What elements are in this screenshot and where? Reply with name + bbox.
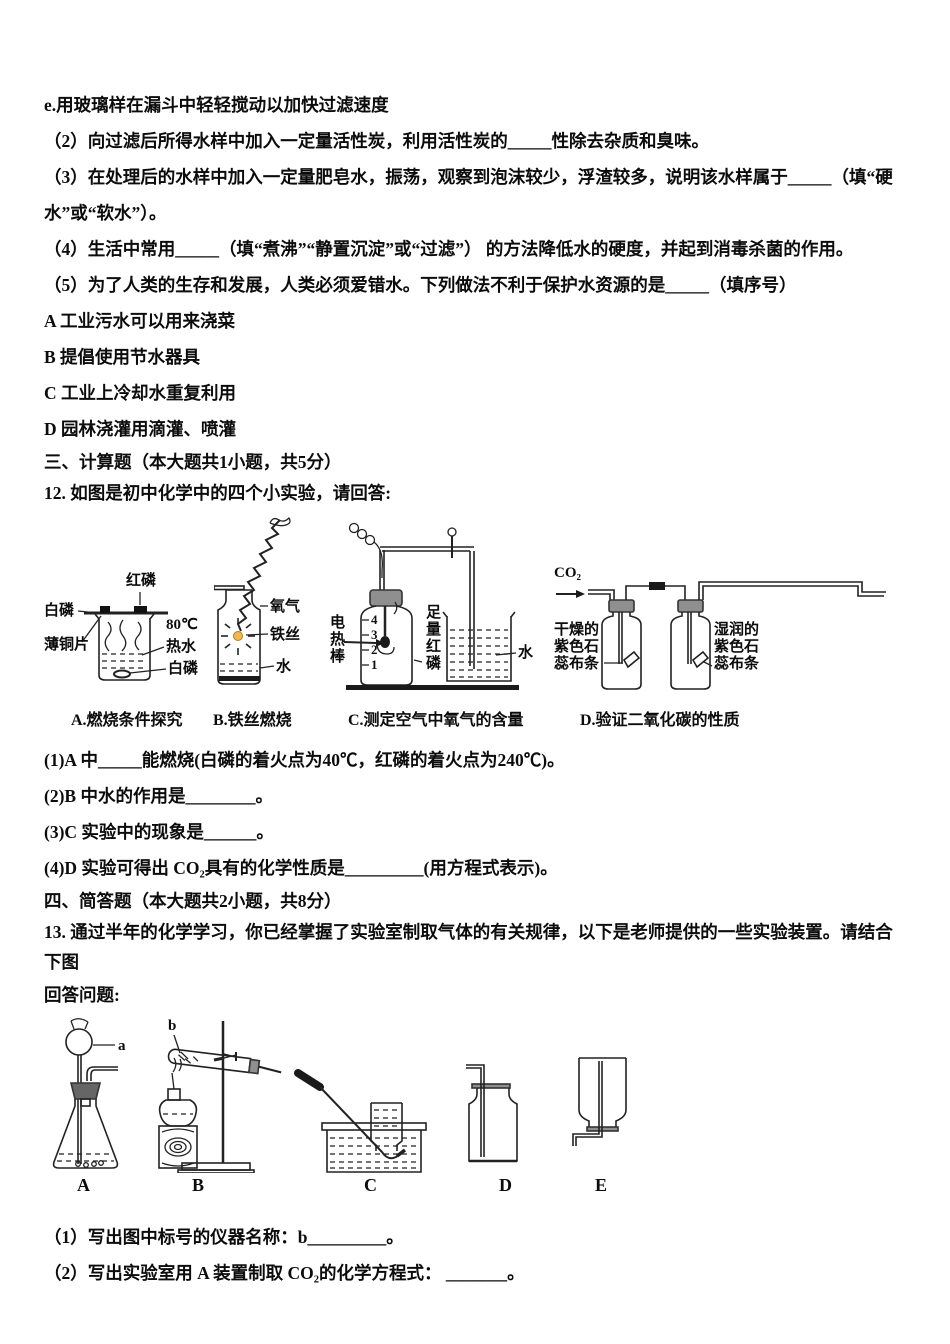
wood-block-icon: [158, 1125, 198, 1169]
question-12-2: (2)B 中水的作用是________。: [44, 786, 273, 806]
spark-rays-icon: [221, 618, 255, 655]
power-cord-coil-icon: [348, 522, 360, 534]
white-phosphorus-label: 白磷: [44, 603, 75, 619]
test-tube-icon: [167, 1048, 282, 1075]
caption-a: A.燃烧条件探究: [71, 712, 183, 729]
iron-wire-label: 铁丝: [270, 627, 301, 643]
caption-c: C.测定空气中氧气的含量: [348, 712, 524, 729]
question-2: （2）向过滤后所得水样中加入一定量活性炭，利用活性炭的_____性除去杂质和臭味…: [44, 131, 709, 151]
exam-content: e.用玻璃样在漏斗中轻轻搅动以加快过滤速度 （2）向过滤后所得水样中加入一定量活…: [44, 95, 906, 1283]
experiment-b-drawing: [214, 516, 291, 685]
scale-4: 4: [371, 612, 378, 627]
inverted-bottle-icon: [578, 1058, 627, 1131]
white-phosphorus-underwater-label: 白磷: [168, 661, 199, 677]
experiment-d-drawing: [556, 581, 886, 690]
dry-litmus-label: 干燥的紫色石蕊布条: [554, 622, 600, 672]
option-c: C 工业上冷却水重复利用: [44, 383, 237, 403]
question-13-continued: 回答问题:: [44, 985, 120, 1005]
red-phosphorus-amount-label: 足量红磷: [424, 604, 440, 672]
red-phosphorus-label: 红磷: [126, 573, 157, 589]
tube-connector-icon: [649, 582, 665, 590]
heater-bulb-icon: [380, 636, 390, 648]
dry-litmus-strip-icon: [622, 650, 641, 669]
tube-handle-icon: [294, 1069, 324, 1091]
experiment-captions: A.燃烧条件探究 B.铁丝燃烧 C.测定空气中氧气的含量 D.验证二氧化碳的性质: [44, 704, 906, 730]
thistle-funnel-bulb-icon: [65, 1028, 93, 1056]
section-3-header: 三、计算题（本大题共1小题，共5分）: [44, 452, 342, 472]
apparatus-b: b B: [158, 1015, 290, 1197]
question-12-3: (3)C 实验中的现象是______。: [44, 822, 274, 842]
scale-2: 2: [371, 642, 378, 657]
experiment-a-drawing: [77, 592, 168, 681]
hot-water-label: 热水: [166, 639, 197, 655]
question-12-4: (4)D 实验可得出 CO₂具有的化学性质是_________(用方程式表示)。: [44, 858, 558, 878]
water-label: 水: [276, 659, 292, 675]
experiment-d: CO₂ 干燥的紫色石蕊布条 湿润的紫色石蕊布条: [554, 514, 924, 704]
question-12: 12. 如图是初中化学中的四个小实验，请回答:: [44, 483, 392, 503]
gas-flow-arrow-icon: [576, 590, 585, 598]
question-3: （3）在处理后的水样中加入一定量肥皂水，振荡，观察到泡沫较少，浮渣较多，说明该水…: [44, 167, 893, 223]
clamp-icon: [213, 1056, 225, 1062]
arrowhead-icon: [376, 639, 384, 647]
apparatus-letter-b: B: [192, 1175, 205, 1195]
trough-rim-icon: [321, 1122, 427, 1131]
flame-waves-icon: [172, 1057, 182, 1073]
option-a: A 工业污水可以用来浇菜: [44, 311, 236, 331]
question-5: （5）为了人类的生存和发展，人类必须爱错水。下列做法不利于保护水资源的是____…: [44, 275, 797, 295]
question-13-1: （1）写出图中标号的仪器名称：b_________。: [44, 1227, 404, 1247]
option-b: B 提倡使用节水器具: [44, 347, 201, 367]
pointer-a-label: a: [118, 1038, 126, 1054]
gas-bottle-icon: [468, 1088, 518, 1162]
apparatus-a-drawing: [52, 1018, 119, 1169]
pointer-b-label: b: [168, 1018, 177, 1034]
apparatus-b-drawing: [158, 1021, 282, 1173]
apparatus-letter-d: D: [499, 1175, 512, 1195]
question-13: 13. 通过半年的化学学习，你已经掌握了实验室制取气体的有关规律，以下是老师提供…: [44, 922, 893, 972]
experiments-figure: 红磷 白磷 薄铜片 80℃ 热水 白磷: [44, 514, 906, 704]
apparatus-e-drawing: [572, 1057, 627, 1146]
question-4: （4）生活中常用_____（填“煮沸”“静置沉淀”或“过滤”） 的方法降低水的硬…: [44, 239, 854, 259]
copper-sheet-label: 薄铜片: [44, 637, 90, 653]
temperature-label: 80℃: [166, 617, 198, 633]
apparatus-d: D: [466, 1015, 568, 1197]
caption-d: D.验证二氧化碳的性质: [580, 712, 740, 729]
experiment-c: 4 3 2 1: [324, 514, 554, 704]
flame-icon: [233, 631, 243, 641]
text-line-e: e.用玻璃样在漏斗中轻轻搅动以加快过滤速度: [44, 95, 389, 115]
wet-litmus-label: 湿润的紫色石蕊布条: [714, 622, 760, 672]
electric-heater-label: 电热棒: [328, 614, 344, 665]
apparatus-d-drawing: [466, 1064, 518, 1163]
question-12-1: (1)A 中_____能燃烧(白磷的着火点为40℃，红磷的着火点为240℃)。: [44, 750, 565, 770]
apparatus-letter-e: E: [595, 1175, 608, 1195]
apparatus-c: C: [294, 1015, 466, 1197]
apparatus-figure: a A: [44, 1015, 906, 1197]
collecting-bottle-icon: [370, 1103, 403, 1151]
apparatus-e: E: [568, 1015, 652, 1197]
question-13-2: （2）写出实验室用 A 装置制取 CO₂的化学方程式： _______。: [44, 1263, 525, 1283]
experiment-a: 红磷 白磷 薄铜片 80℃ 热水 白磷: [44, 514, 214, 704]
water-label: 水: [518, 645, 534, 661]
scale-3: 3: [371, 627, 378, 642]
caption-b: B.铁丝燃烧: [213, 712, 292, 729]
option-d: D 园林浇灌用滴灌、喷灌: [44, 419, 237, 439]
co2-label: CO₂: [554, 565, 581, 581]
apparatus-letter-a: A: [77, 1175, 90, 1195]
experiment-b: 氧气 铁丝 水: [214, 514, 324, 704]
apparatus-a: a A: [44, 1015, 152, 1197]
alcohol-lamp-icon: [158, 1099, 198, 1127]
apparatus-letter-c: C: [364, 1175, 377, 1195]
stopper-icon: [69, 1082, 102, 1100]
section-4-header: 四、简答题（本大题共2小题，共8分）: [44, 891, 342, 911]
oxygen-label: 氧气: [270, 599, 301, 615]
apparatus-c-drawing: [294, 1069, 427, 1173]
scale-1: 1: [371, 657, 378, 672]
experiment-c-drawing: 4 3 2 1: [343, 522, 519, 690]
wet-litmus-strip-icon: [691, 650, 710, 669]
